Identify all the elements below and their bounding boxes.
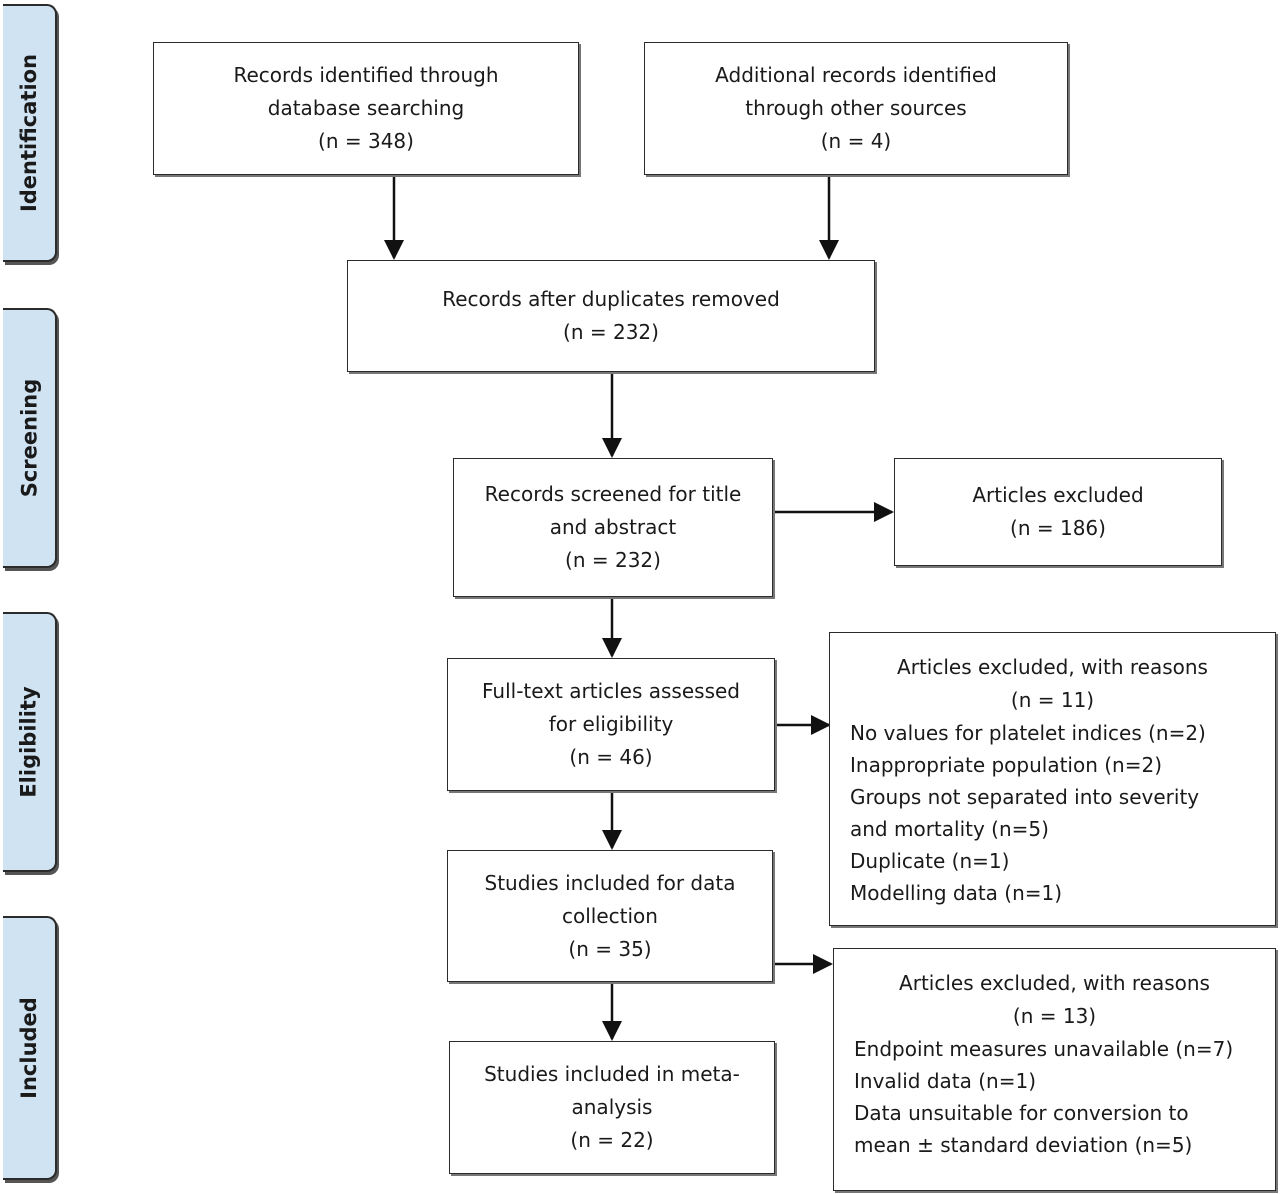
- box-database-searching: Records identified through database sear…: [153, 42, 579, 175]
- reason-item: mean ± standard deviation (n=5): [854, 1133, 1193, 1157]
- box-duplicates-count: (n = 232): [563, 320, 659, 344]
- reason-item: Groups not separated into severity: [850, 785, 1200, 809]
- box-fulltext-line2: for eligibility: [548, 712, 674, 736]
- box-collection-count: (n = 35): [568, 936, 652, 961]
- box-database-count: (n = 348): [318, 129, 414, 153]
- reason-item: Inappropriate population (n=2): [850, 753, 1163, 777]
- phase-eligibility: Eligibility: [3, 612, 57, 872]
- box-database-line2: database searching: [267, 96, 465, 120]
- box-screened-count: (n = 232): [565, 548, 661, 572]
- excluded-data-reasons: Endpoint measures unavailable (n=7) Inva…: [834, 1033, 1275, 1161]
- box-excluded-screening: Articles excluded (n = 186): [894, 458, 1222, 566]
- reason-item: No values for platelet indices (n=2): [850, 721, 1206, 745]
- box-duplicates-line1: Records after duplicates removed: [442, 287, 780, 311]
- excluded-data-count: (n = 13): [1012, 1004, 1097, 1028]
- phase-included: Included: [3, 916, 57, 1180]
- box-excluded-screening-line1: Articles excluded: [972, 483, 1144, 507]
- box-after-duplicates: Records after duplicates removed (n = 23…: [347, 260, 875, 372]
- box-excluded-full-text: Articles excluded, with reasons (n = 11)…: [829, 632, 1276, 926]
- box-fulltext-count: (n = 46): [569, 745, 653, 769]
- box-collection-line1: Studies included for data: [484, 870, 736, 895]
- box-other-sources: Additional records identified through ot…: [644, 42, 1068, 175]
- reason-item: and mortality (n=5): [850, 817, 1049, 841]
- box-meta-analysis: Studies included in meta- analysis (n = …: [449, 1041, 775, 1174]
- box-full-text: Full-text articles assessed for eligibil…: [447, 658, 775, 791]
- box-screened-line2: and abstract: [549, 515, 677, 539]
- box-meta-count: (n = 22): [570, 1128, 654, 1152]
- reason-item: Modelling data (n=1): [850, 881, 1063, 905]
- box-screened: Records screened for title and abstract …: [453, 458, 773, 597]
- excluded-fulltext-reasons: No values for platelet indices (n=2) Ina…: [830, 717, 1275, 909]
- phase-screening: Screening: [3, 308, 57, 568]
- box-data-collection: Studies included for data collection (n …: [447, 850, 773, 982]
- box-meta-line1: Studies included in meta-: [484, 1062, 740, 1086]
- reason-item: Duplicate (n=1): [850, 849, 1010, 873]
- box-other-line1: Additional records identified: [715, 63, 997, 87]
- box-excluded-data: Articles excluded, with reasons (n = 13)…: [833, 948, 1276, 1191]
- excluded-fulltext-title: Articles excluded, with reasons: [897, 655, 1208, 679]
- phase-identification: Identification: [3, 4, 57, 262]
- reason-item: Data unsuitable for conversion to: [854, 1101, 1189, 1125]
- box-fulltext-line1: Full-text articles assessed: [482, 679, 740, 703]
- reason-item: Invalid data (n=1): [854, 1069, 1037, 1093]
- excluded-fulltext-count: (n = 11): [1010, 688, 1095, 712]
- reason-item: Endpoint measures unavailable (n=7): [854, 1037, 1234, 1061]
- box-meta-line2: analysis: [571, 1095, 653, 1119]
- box-screened-line1: Records screened for title: [484, 482, 742, 506]
- box-database-line1: Records identified through: [233, 63, 499, 87]
- box-collection-line2: collection: [562, 903, 658, 928]
- box-other-count: (n = 4): [820, 129, 892, 153]
- box-other-line2: through other sources: [745, 96, 967, 120]
- excluded-data-title: Articles excluded, with reasons: [899, 971, 1210, 995]
- box-excluded-screening-count: (n = 186): [1010, 516, 1106, 540]
